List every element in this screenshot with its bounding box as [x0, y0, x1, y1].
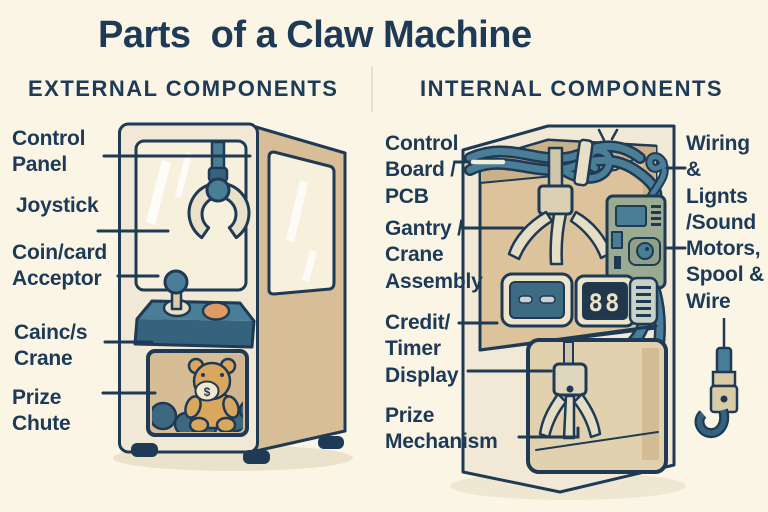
teddy-bear: $	[184, 357, 240, 432]
label-wiring-lights-sound: Wiring & Lignts /Sound	[686, 132, 756, 235]
front-window-glare	[146, 152, 192, 225]
label-coin-card-acceptor: Coin/card Acceptor	[12, 241, 108, 291]
label-prize-chute: Prize Chute	[12, 386, 71, 436]
label-control-panel: Control Panel	[12, 127, 86, 177]
machine-feet	[131, 436, 344, 464]
section-divider	[371, 66, 373, 112]
coin-dollar-symbol: $	[204, 385, 211, 399]
label-joystick: Joystick	[16, 194, 99, 217]
joystick-and-panel	[133, 269, 256, 349]
panel-button	[201, 301, 231, 321]
control-board-pcb	[605, 194, 667, 290]
label-control-board-pcb: Control Board / PCB	[385, 132, 459, 208]
spool-hook-icon	[694, 318, 739, 438]
gantry-claw	[507, 146, 613, 266]
prize-chute-opening: $	[146, 349, 249, 437]
joystick-ball	[163, 269, 189, 295]
side-window-glare	[286, 180, 317, 282]
wiring-bundle	[464, 128, 669, 204]
label-gantry-crane-assembly: Gantry / Crane Assembly	[385, 217, 483, 293]
heading-internal-components: INTERNAL COMPONENTS	[420, 76, 724, 101]
internal-machine-illustration: 88	[461, 124, 676, 494]
bear-coin	[194, 380, 220, 402]
leader-prize-mechanism	[517, 426, 580, 439]
credit-display	[500, 272, 574, 328]
spark-lines	[597, 128, 619, 142]
page-title: Parts of a Claw Machine	[98, 14, 532, 56]
label-claw-crane: Cainc/s Crane	[14, 321, 88, 371]
label-prize-mechanism: Prize Mechanism	[385, 404, 498, 454]
lower-compartment	[526, 338, 668, 474]
label-motors-spool-wire: Motors, Spool & Wire	[686, 237, 764, 313]
side-window	[267, 150, 336, 296]
wire-clamp	[573, 138, 594, 187]
leader-lines	[96, 154, 687, 439]
timer-display: 88	[574, 274, 659, 328]
prize-mechanism-claw	[538, 341, 602, 440]
timer-digits: 88	[589, 289, 622, 317]
external-machine-illustration: $	[118, 122, 347, 464]
label-credit-timer-display: Credit/ Timer Display	[385, 311, 459, 387]
external-claw	[187, 140, 251, 240]
heading-external-components: EXTERNAL COMPONENTS	[28, 76, 339, 101]
